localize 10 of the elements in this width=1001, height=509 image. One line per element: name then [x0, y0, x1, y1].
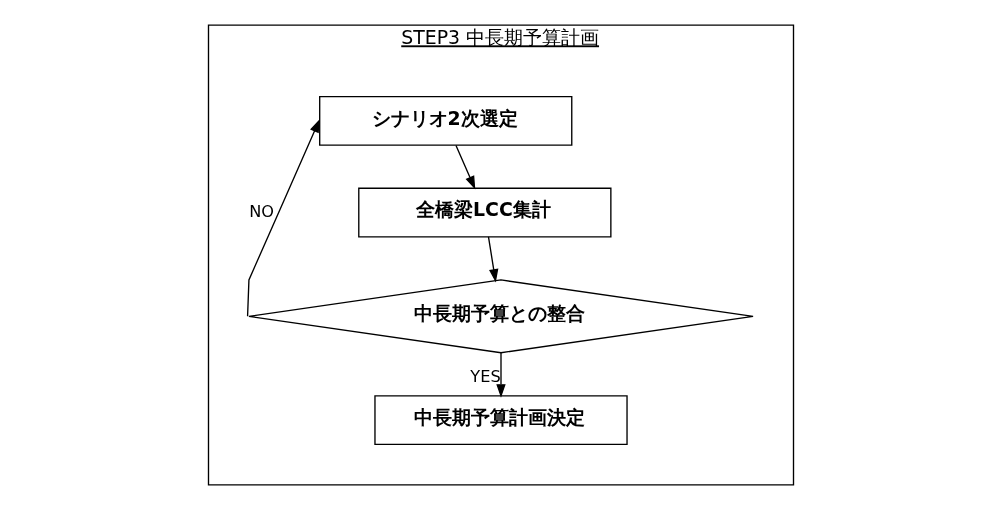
arrow	[454, 144, 475, 190]
node-box: 全橋梁LCC集計	[357, 187, 612, 237]
node-diamond: 中長期予算との整合	[247, 278, 754, 353]
arrow	[246, 118, 320, 317]
edge-label: NO	[248, 201, 274, 221]
arrow	[487, 235, 498, 283]
node-box: シナリオ2次選定	[318, 95, 572, 146]
edge-label: YES	[469, 366, 501, 386]
node-box: 中長期予算計画決定	[373, 394, 628, 445]
arrow	[495, 351, 506, 398]
